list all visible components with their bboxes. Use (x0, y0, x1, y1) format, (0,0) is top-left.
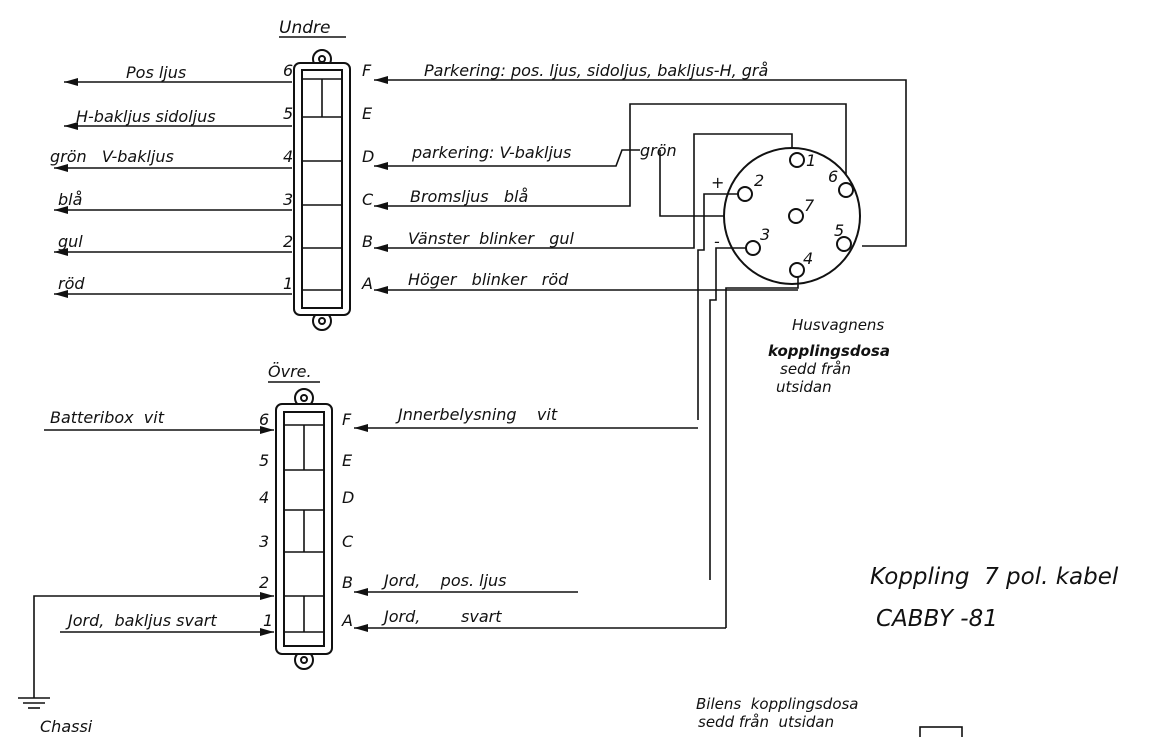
upper-pin-5: 5 (283, 104, 293, 123)
upper-right-wires (374, 76, 907, 294)
lower-label-jord-pos-ljus: Jord, pos. ljus (381, 571, 507, 590)
upper-label-parkering-v: parkering: V-bakljus (411, 143, 571, 162)
upper-label-gul: gul (58, 232, 83, 251)
upper-label-bla: blå (58, 190, 82, 209)
upper-label-hoger-blinker: Höger blinker röd (408, 270, 569, 289)
lower-pin-6: 6 (259, 410, 269, 429)
upper-pin-3: 3 (283, 190, 293, 209)
upper-label-gron: grön (640, 141, 677, 160)
upper-label-vanster-blinker: Vänster blinker gul (408, 229, 575, 248)
lower-pin-e: E (342, 451, 353, 470)
upper-pin-d: D (362, 147, 374, 166)
lower-pin-a: A (341, 611, 353, 630)
upper-pin-4: 4 (283, 147, 293, 166)
upper-label-rod: röd (58, 274, 85, 293)
socket-caption-3: sedd från (780, 360, 851, 378)
upper-pin-c: C (362, 190, 374, 209)
lower-pin-1: 1 (263, 611, 273, 630)
lower-pin-d: D (342, 488, 354, 507)
socket-pin-6: 6 (828, 167, 838, 186)
upper-label-h-bakljus: H-bakljus sidoljus (76, 107, 216, 126)
car-socket-caption-2: sedd från utsidan (698, 713, 834, 731)
socket-plus-label: + (711, 173, 724, 192)
socket-minus-label: - (714, 232, 720, 251)
upper-pin-6: 6 (283, 61, 293, 80)
upper-pin-2: 2 (283, 232, 293, 251)
upper-pin-b: B (362, 232, 373, 251)
lower-pin-c: C (342, 532, 354, 551)
socket-pin-1: 1 (806, 151, 816, 170)
upper-left-wires (54, 78, 292, 298)
diagram-subtitle: CABBY -81 (876, 606, 998, 632)
socket-pin-7: 7 (804, 196, 815, 215)
lower-wires (33, 424, 726, 690)
lower-block-title: Övre. (268, 362, 312, 381)
upper-pin-a: A (361, 274, 373, 293)
lower-pin-f: F (342, 410, 352, 429)
upper-block-title: Undre (279, 18, 330, 38)
socket-caption-4: utsidan (776, 378, 832, 396)
lower-pin-4: 4 (259, 488, 269, 507)
socket-pin-5: 5 (834, 221, 844, 240)
upper-label-pos-ljus: Pos ljus (126, 63, 186, 82)
chassi-label: Chassi (40, 717, 93, 736)
upper-pin-f: F (362, 61, 372, 80)
car-socket-caption-1: Bilens kopplingsdosa (696, 695, 859, 713)
diagram-title: Koppling 7 pol. kabel (870, 564, 1119, 590)
upper-pin-e: E (362, 104, 373, 123)
socket-pin-3: 3 (760, 225, 770, 244)
upper-label-parkering-gra: Parkering: pos. ljus, sidoljus, bakljus-… (424, 61, 768, 80)
lower-label-jord-bakljus: Jord, bakljus svart (65, 611, 217, 630)
lower-label-innerbelysning: Jnnerbelysning vit (395, 405, 558, 424)
socket-caption-1: Husvagnens (792, 316, 884, 334)
socket-pin-4: 4 (803, 249, 813, 268)
lower-pin-2: 2 (259, 573, 269, 592)
lower-pin-3: 3 (259, 532, 269, 551)
socket-feed-wires (697, 193, 799, 628)
page-number-box (919, 726, 963, 737)
upper-terminal-block (293, 49, 351, 331)
chassi-ground-symbol (18, 690, 50, 709)
upper-label-bromsljus: Bromsljus blå (410, 187, 528, 206)
lower-pin-5: 5 (259, 451, 269, 470)
lower-terminal-block (275, 388, 333, 670)
lower-label-batteribox: Batteribox vit (50, 408, 165, 427)
upper-label-v-bakljus: grön V-bakljus (50, 147, 174, 166)
lower-label-jord-svart: Jord, svart (381, 607, 502, 626)
socket-pin-2: 2 (754, 171, 764, 190)
socket-7-pin (723, 147, 861, 285)
socket-caption-2: kopplingsdosa (768, 342, 890, 360)
upper-pin-1: 1 (283, 274, 293, 293)
lower-pin-b: B (342, 573, 353, 592)
